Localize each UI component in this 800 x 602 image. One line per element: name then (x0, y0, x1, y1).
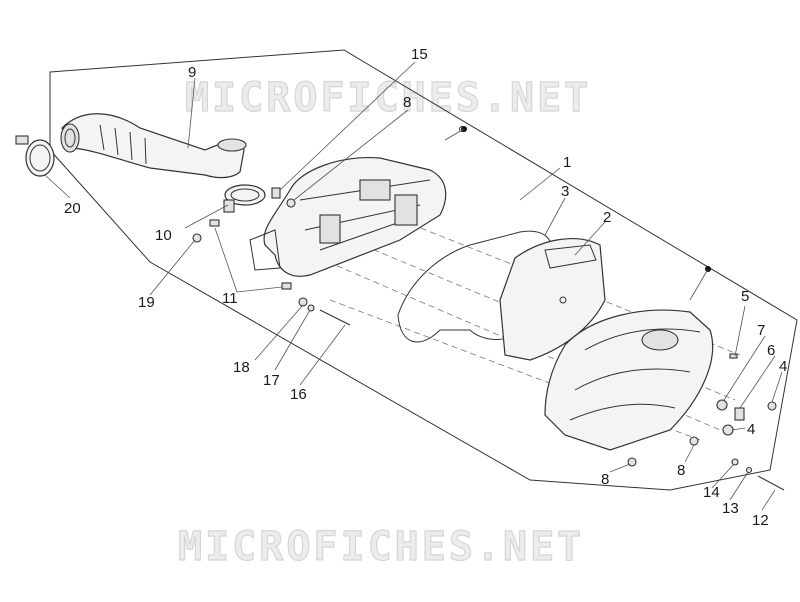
callout-5: 5 (741, 288, 749, 305)
callout-1: 1 (563, 154, 571, 171)
watermark-bottom: MICROFICHES.NET (178, 524, 584, 570)
callout-9: 9 (188, 64, 196, 81)
callout-8-right: 8 (677, 462, 685, 479)
callout-3: 3 (561, 183, 569, 200)
hose-clamp-part (15, 135, 55, 177)
air-box-housing-part (249, 126, 465, 277)
callout-20: 20 (64, 200, 81, 217)
callout-10: 10 (155, 227, 172, 244)
callout-16: 16 (290, 386, 307, 403)
callout-12: 12 (752, 512, 769, 529)
hardware-parts (192, 187, 785, 491)
callout-4-upper: 4 (779, 358, 787, 375)
callout-18: 18 (233, 359, 250, 376)
callout-2: 2 (603, 209, 611, 226)
callout-8-top: 8 (403, 94, 411, 111)
callout-19: 19 (138, 294, 155, 311)
callout-13: 13 (722, 500, 739, 517)
callout-4-lower: 4 (747, 421, 755, 438)
assembly-frame (49, 49, 798, 491)
callout-labels: 9 15 8 1 3 2 20 10 11 19 18 17 16 5 7 6 … (64, 46, 787, 529)
callout-15: 15 (411, 46, 428, 63)
callout-11: 11 (222, 290, 238, 307)
duct-clamp-part (223, 184, 266, 213)
callout-14: 14 (703, 484, 720, 501)
callout-6: 6 (767, 342, 775, 359)
intake-duct-part (60, 113, 247, 179)
leader-lines (44, 61, 783, 511)
air-filter-element-part (499, 238, 606, 361)
callout-17: 17 (263, 372, 280, 389)
callout-8-bottom: 8 (601, 471, 609, 488)
watermark-top: MICROFICHES.NET (185, 75, 591, 121)
air-box-cover-part (544, 309, 714, 451)
callout-7: 7 (757, 322, 765, 339)
